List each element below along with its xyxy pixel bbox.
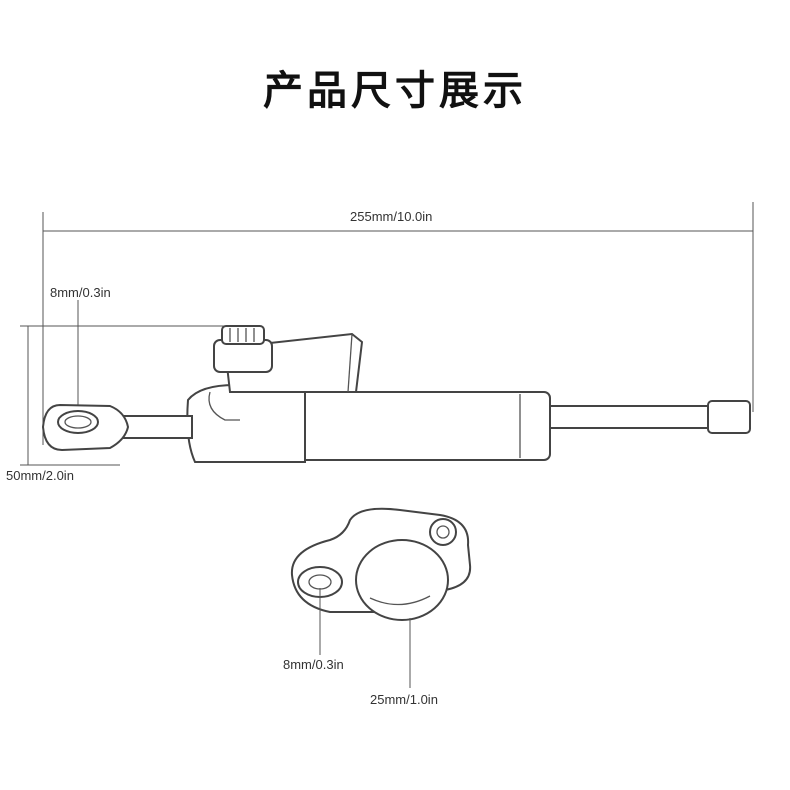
overall-length-label: 255mm/10.0in — [350, 209, 433, 224]
mount-bracket — [290, 507, 472, 621]
length-dimension-lines — [42, 202, 754, 445]
height-label: 50mm/2.0in — [6, 468, 74, 483]
height-dimension-lines — [20, 325, 240, 466]
eye-hole-label: 8mm/0.3in — [50, 285, 111, 300]
damper-body — [41, 325, 751, 463]
page-title: 产品尺寸展示 — [263, 67, 527, 114]
bracket-hole-label: 8mm/0.3in — [283, 657, 344, 672]
clamp-diameter-label: 25mm/1.0in — [370, 692, 438, 707]
